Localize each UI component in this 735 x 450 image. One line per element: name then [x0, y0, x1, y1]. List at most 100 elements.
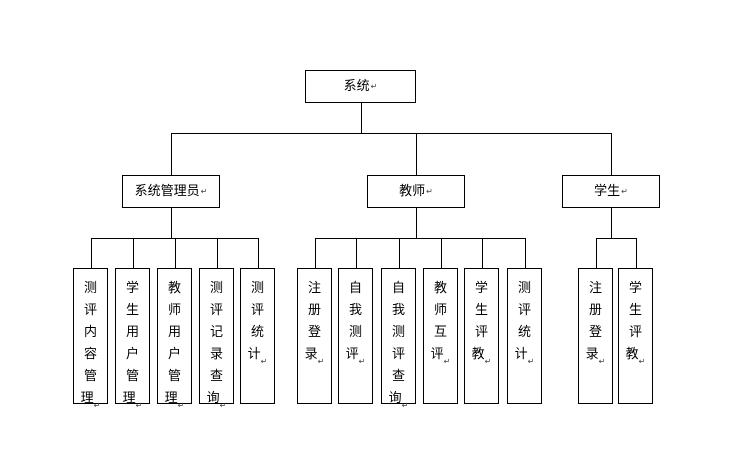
child-node-char: 计	[247, 347, 261, 362]
child-node-char: 测	[209, 281, 223, 296]
group-node-label: 系统管理员	[134, 184, 200, 199]
child-node: 注册登录↵	[578, 268, 613, 404]
child-node-char: 册	[588, 303, 602, 318]
child-node-char: 注	[307, 281, 321, 296]
child-node: 测评统计↵	[507, 268, 542, 404]
child-node-char: 自	[391, 281, 405, 296]
child-node: 教师互评↵	[423, 268, 458, 404]
child-node: 学生用户管理↵	[115, 268, 150, 410]
child-connector-line	[356, 238, 357, 268]
child-node-char: 学	[628, 281, 642, 296]
child-node-char: 管	[125, 369, 139, 384]
child-node-char: 录	[209, 347, 223, 362]
child-node: 教师用户管理↵	[157, 268, 192, 410]
group-node: 系统管理员↵	[122, 175, 220, 208]
child-node-char: 查	[209, 369, 223, 384]
child-connector-line	[525, 238, 526, 268]
child-node-char: 用	[167, 325, 181, 340]
child-node-char: 评	[209, 303, 223, 318]
child-node-char: 录	[304, 347, 318, 362]
child-node-char: 评	[83, 303, 97, 318]
child-node-char: 询	[206, 391, 220, 406]
group-node-label: 学生	[594, 184, 621, 199]
group-connector-line	[611, 133, 612, 175]
level1-bus-line	[171, 133, 612, 134]
paragraph-mark-icon: ↵	[200, 186, 208, 196]
child-node: 测评统计↵	[240, 268, 275, 404]
child-node-char: 计	[514, 347, 528, 362]
paragraph-mark-icon: ↵	[260, 357, 268, 366]
child-node-char: 管	[167, 369, 181, 384]
child-node-char: 用	[125, 325, 139, 340]
child-connector-line	[596, 238, 597, 268]
child-node-char: 录	[585, 347, 599, 362]
child-node: 注册登录↵	[297, 268, 332, 404]
child-node-char: 评	[517, 303, 531, 318]
child-node-char: 师	[167, 303, 181, 318]
root-node: 系统↵	[305, 70, 416, 103]
child-node-char: 测	[391, 325, 405, 340]
child-node-char: 统	[517, 325, 531, 340]
child-connector-line	[399, 238, 400, 268]
child-connector-line	[91, 238, 92, 268]
child-node: 自我测评↵	[338, 268, 373, 404]
child-node-char: 容	[83, 347, 97, 362]
child-node-char: 注	[588, 281, 602, 296]
child-node-char: 评	[391, 347, 405, 362]
child-node-char: 理	[80, 391, 94, 406]
child-node-char: 测	[250, 281, 264, 296]
group-node: 教师↵	[367, 175, 465, 208]
paragraph-mark-icon: ↵	[621, 186, 628, 196]
child-node-char: 测	[83, 281, 97, 296]
child-node: 自我测评查询↵	[381, 268, 416, 410]
children-bus-line	[315, 238, 526, 239]
child-node-char: 册	[307, 303, 321, 318]
paragraph-mark-icon: ↵	[484, 357, 492, 366]
child-node-char: 登	[307, 325, 321, 340]
group-connector-line	[416, 133, 417, 175]
child-node-char: 互	[433, 325, 447, 340]
child-connector-line	[258, 238, 259, 268]
group-drop-line	[416, 208, 417, 238]
child-node: 学生评教↵	[464, 268, 499, 404]
child-node-char: 理	[122, 391, 136, 406]
child-node-char: 教	[471, 347, 485, 362]
child-node-char: 统	[250, 325, 264, 340]
child-node-char: 测	[517, 281, 531, 296]
child-node-char: 生	[125, 303, 139, 318]
child-connector-line	[175, 238, 176, 268]
child-connector-line	[482, 238, 483, 268]
child-node-char: 内	[83, 325, 97, 340]
child-node-char: 我	[348, 303, 362, 318]
group-drop-line	[171, 208, 172, 238]
root-drop-line	[361, 103, 362, 133]
child-node-char: 学	[125, 281, 139, 296]
child-node-char: 评	[250, 303, 264, 318]
child-node-char: 学	[474, 281, 488, 296]
child-node-char: 师	[433, 303, 447, 318]
group-connector-line	[171, 133, 172, 175]
child-node-char: 理	[164, 391, 178, 406]
group-node-label: 教师	[399, 184, 426, 199]
child-node-char: 教	[167, 281, 181, 296]
child-connector-line	[217, 238, 218, 268]
paragraph-mark-icon: ↵	[527, 357, 535, 366]
child-node-char: 教	[433, 281, 447, 296]
child-connector-line	[315, 238, 316, 268]
child-node: 学生评教↵	[618, 268, 653, 404]
child-connector-line	[636, 238, 637, 268]
child-node-char: 户	[125, 347, 139, 362]
paragraph-mark-icon: ↵	[219, 401, 227, 410]
group-node: 学生↵	[562, 175, 660, 208]
child-node-char: 查	[391, 369, 405, 384]
paragraph-mark-icon: ↵	[358, 357, 366, 366]
child-node-char: 评	[345, 347, 359, 362]
paragraph-mark-icon: ↵	[443, 357, 451, 366]
child-node: 测评内容管理↵	[73, 268, 108, 410]
paragraph-mark-icon: ↵	[93, 401, 101, 410]
paragraph-mark-icon: ↵	[638, 357, 646, 366]
child-node-char: 登	[588, 325, 602, 340]
paragraph-mark-icon: ↵	[135, 401, 143, 410]
child-connector-line	[133, 238, 134, 268]
